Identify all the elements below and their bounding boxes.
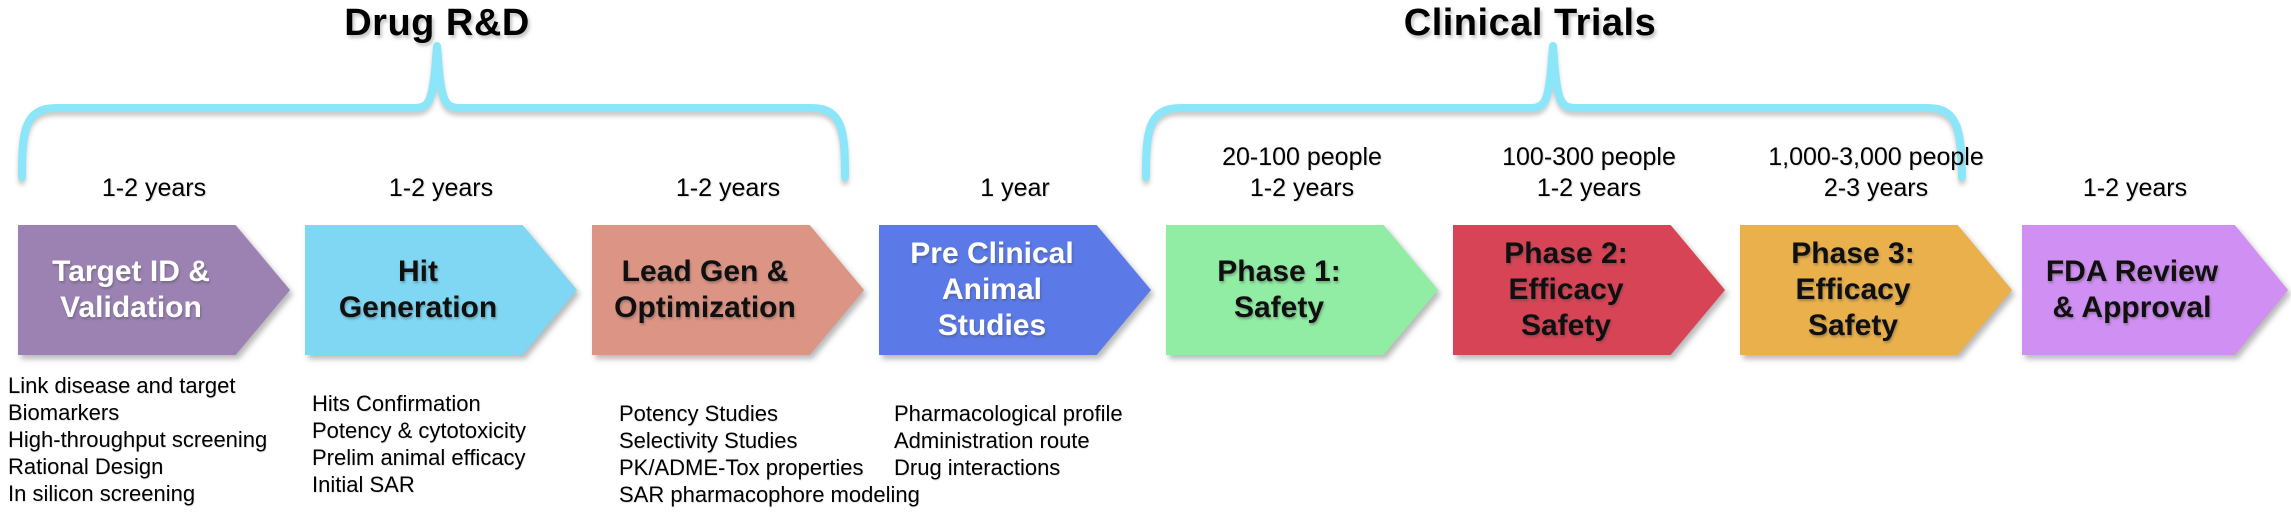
duration-label: 1-2 years bbox=[245, 138, 637, 204]
section-title-drug-rnd: Drug R&D bbox=[344, 2, 530, 44]
note-item: Hits Confirmation bbox=[312, 391, 481, 416]
duration-text: 2-3 years bbox=[1823, 174, 1929, 202]
population-text: 1,000-3,000 people bbox=[1768, 143, 1984, 171]
note-item: Rational Design bbox=[8, 454, 164, 479]
chevron-arrow: Hit Generation bbox=[305, 225, 577, 355]
stage-label: Phase 1: Safety bbox=[1217, 255, 1341, 324]
note-item: Selectivity Studies bbox=[619, 428, 798, 453]
stage-phase-3-efficacy-safety: 1,000-3,000 people 2-3 years Phase 3: Ef… bbox=[1740, 0, 2012, 518]
duration-text: 1-2 years bbox=[675, 174, 781, 202]
duration-label: 20-100 people 1-2 years bbox=[1106, 138, 1498, 204]
note-item: Drug interactions bbox=[894, 455, 1061, 480]
chevron-arrow: Pre Clinical Animal Studies bbox=[879, 225, 1151, 355]
note-item: Pharmacological profile bbox=[894, 401, 1123, 426]
note-item: High-throughput screening bbox=[8, 427, 268, 452]
stage-phase-2-efficacy-safety: 100-300 people 1-2 years Phase 2: Effica… bbox=[1453, 0, 1725, 518]
duration-text: 1-2 years bbox=[388, 174, 494, 202]
note-item: Initial SAR bbox=[312, 472, 415, 497]
stage-label: FDA Review & Approval bbox=[2045, 255, 2219, 324]
duration-text: 1-2 years bbox=[1249, 174, 1355, 202]
population-text: 20-100 people bbox=[1222, 143, 1382, 171]
chevron-shape: Hit Generation bbox=[305, 225, 577, 355]
note-item: SAR pharmacophore modeling bbox=[619, 482, 920, 507]
stage-label: Hit Generation bbox=[338, 255, 498, 324]
stage-fda-review-approval: 1-2 years FDA Review & Approval bbox=[2022, 0, 2288, 518]
note-item: PK/ADME-Tox properties bbox=[619, 455, 864, 480]
stage-label: Phase 2: Efficacy Safety bbox=[1504, 237, 1628, 342]
note-item: Prelim animal efficacy bbox=[312, 445, 526, 470]
notes-list: Potency Studies Selectivity Studies PK/A… bbox=[619, 400, 920, 508]
chevron-shape: Phase 3: Efficacy Safety bbox=[1740, 225, 2012, 355]
note-item: Link disease and target bbox=[8, 373, 236, 398]
note-item: Potency Studies bbox=[619, 401, 778, 426]
chevron-shape: Lead Gen & Optimization bbox=[592, 225, 864, 355]
section-title-clinical-trials: Clinical Trials bbox=[1403, 2, 1657, 44]
stage-label: Target ID & Validation bbox=[52, 255, 210, 324]
notes-list: Pharmacological profile Administration r… bbox=[894, 400, 1123, 481]
chevron-shape: Phase 1: Safety bbox=[1166, 225, 1438, 355]
duration-label: 1,000-3,000 people 2-3 years bbox=[1680, 138, 2072, 204]
duration-label: 1-2 years bbox=[1942, 138, 2291, 204]
chevron-shape: Pre Clinical Animal Studies bbox=[879, 225, 1151, 355]
stage-label: Lead Gen & Optimization bbox=[614, 255, 796, 324]
note-item: In silicon screening bbox=[8, 481, 196, 506]
chevron-arrow: Phase 1: Safety bbox=[1166, 225, 1438, 355]
duration-text: 1-2 years bbox=[1536, 174, 1642, 202]
chevron-shape: Target ID & Validation bbox=[18, 225, 290, 355]
population-text: 100-300 people bbox=[1502, 143, 1676, 171]
stage-hit-generation: 1-2 years Hit Generation Hits Confirmati… bbox=[305, 0, 577, 518]
duration-label: 1-2 years bbox=[532, 138, 924, 204]
chevron-arrow: Target ID & Validation bbox=[18, 225, 290, 355]
stage-lead-gen-optimization: 1-2 years Lead Gen & Optimization Potenc… bbox=[592, 0, 920, 518]
stage-pre-clinical-animal-studies: 1 year Pre Clinical Animal Studies Pharm… bbox=[879, 0, 1151, 518]
note-item: Administration route bbox=[894, 428, 1090, 453]
stage-label: Pre Clinical Animal Studies bbox=[910, 237, 1074, 342]
notes-list: Hits Confirmation Potency & cytotoxicity… bbox=[312, 390, 526, 498]
chevron-arrow: Lead Gen & Optimization bbox=[592, 225, 864, 355]
duration-label: 1-2 years bbox=[0, 138, 350, 204]
chevron-shape: Phase 2: Efficacy Safety bbox=[1453, 225, 1725, 355]
chevron-arrow: FDA Review & Approval bbox=[2022, 225, 2288, 355]
stage-target-id-validation: 1-2 years Target ID & Validation Link di… bbox=[8, 0, 290, 518]
chevron-arrow: Phase 2: Efficacy Safety bbox=[1453, 225, 1725, 355]
duration-text: 1 year bbox=[980, 174, 1050, 202]
duration-label: 100-300 people 1-2 years bbox=[1393, 138, 1785, 204]
stage-phase-1-safety: 20-100 people 1-2 years Phase 1: Safety bbox=[1166, 0, 1438, 518]
stage-label: Phase 3: Efficacy Safety bbox=[1791, 237, 1915, 342]
chevron-shape: FDA Review & Approval bbox=[2022, 225, 2288, 355]
chevron-arrow: Phase 3: Efficacy Safety bbox=[1740, 225, 2012, 355]
note-item: Biomarkers bbox=[8, 400, 120, 425]
duration-text: 1-2 years bbox=[101, 174, 207, 202]
duration-label: 1 year bbox=[819, 138, 1211, 204]
notes-list: Link disease and target Biomarkers High-… bbox=[8, 372, 267, 507]
note-item: Potency & cytotoxicity bbox=[312, 418, 526, 443]
duration-text: 1-2 years bbox=[2082, 174, 2188, 202]
